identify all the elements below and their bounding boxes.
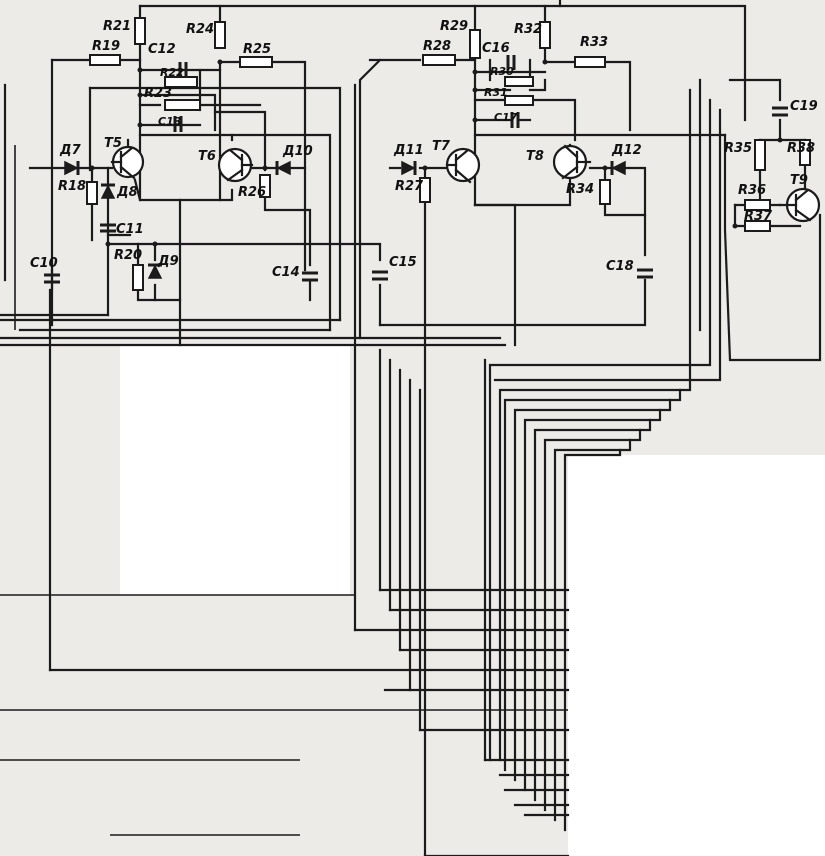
capacitor-c15: [372, 270, 388, 281]
capacitor-c13: [173, 116, 183, 132]
resistor-r33: [574, 56, 606, 68]
label-r18: R18: [58, 179, 86, 194]
resistor-r29: [469, 29, 481, 59]
resistor-r30: [504, 76, 534, 87]
capacitor-c19: [772, 106, 788, 117]
resistor-r34: [599, 179, 611, 205]
label-r27: R27: [395, 179, 424, 194]
resistor-r21: [134, 17, 146, 45]
label-c14: C14: [272, 265, 300, 280]
capacitor-c14: [302, 271, 318, 282]
label-d8: Д8: [116, 185, 138, 200]
diode-d7: [64, 160, 80, 176]
label-r32: R32: [514, 22, 542, 37]
capacitor-c16: [506, 55, 516, 70]
label-d11: Д11: [393, 143, 424, 158]
label-d10: Д10: [282, 144, 313, 159]
label-r30: R30: [490, 65, 514, 78]
transistor-t7: [445, 147, 481, 184]
label-r20: R20: [114, 248, 142, 263]
label-c18: C18: [606, 259, 634, 274]
label-r38: R38: [787, 141, 815, 156]
label-r26: R26: [238, 185, 266, 200]
label-r22: R22: [160, 66, 184, 79]
resistor-r38: [799, 139, 811, 166]
diode-d8: [100, 183, 116, 199]
label-r21: R21: [103, 19, 131, 34]
label-c15: C15: [389, 255, 417, 270]
resistor-r25: [239, 56, 273, 68]
resistor-r20: [132, 264, 144, 291]
label-r35: R35: [724, 141, 752, 156]
transistor-t8: [552, 144, 592, 180]
label-r23: R23: [144, 86, 172, 101]
label-c13: C13: [158, 115, 182, 128]
label-r19: R19: [92, 39, 120, 54]
label-r31: R31: [484, 86, 508, 99]
diode-d10: [275, 160, 291, 176]
label-c12: C12: [148, 42, 176, 57]
label-c11: C11: [116, 222, 144, 237]
label-r33: R33: [580, 35, 608, 50]
resistor-r32: [539, 21, 551, 49]
label-t8: T8: [526, 149, 544, 164]
resistor-r37: [744, 220, 771, 232]
transistor-t9: [778, 187, 821, 223]
capacitor-c11: [100, 223, 116, 233]
transistors: [110, 144, 821, 223]
label-d9: Д9: [157, 254, 179, 269]
capacitor-c18: [637, 268, 653, 279]
transistor-t6: [217, 147, 254, 183]
blank-area-lower-right: [568, 455, 825, 856]
label-r29: R29: [440, 19, 468, 34]
label-c19: C19: [790, 99, 818, 114]
label-c16: C16: [482, 41, 510, 56]
resistor-r19: [89, 54, 121, 66]
blank-area-lower-middle: [120, 345, 350, 595]
resistor-r18: [86, 181, 98, 205]
transistor-t5: [110, 145, 145, 180]
resistor-r36: [744, 199, 771, 211]
capacitor-c12: [178, 62, 188, 78]
diode-d11: [401, 160, 417, 176]
label-r28: R28: [423, 39, 451, 54]
diodes: [64, 160, 626, 279]
resistor-r35: [754, 139, 766, 171]
label-d7: Д7: [59, 143, 82, 158]
label-c17: C17: [494, 111, 518, 124]
resistor-r26: [259, 174, 271, 198]
label-r24: R24: [186, 22, 214, 37]
label-r36: R36: [738, 183, 766, 198]
resistor-r31: [504, 95, 534, 106]
diode-d12: [610, 160, 626, 176]
resistor-r23: [164, 99, 201, 111]
resistors: [86, 17, 811, 291]
label-r37: R37: [744, 209, 773, 224]
label-t6: T6: [198, 149, 216, 164]
label-d12: Д12: [611, 143, 642, 158]
resistor-r28: [422, 54, 456, 66]
label-r25: R25: [243, 42, 271, 57]
resistor-r27: [419, 177, 431, 203]
capacitor-c10: [44, 273, 60, 284]
label-t9: T9: [790, 173, 808, 188]
component-labels: R21 R24 R19 C12 R25 R22 R23 C13 Д7 T5 T6…: [30, 19, 818, 280]
diode-d9: [147, 263, 163, 279]
label-t5: T5: [104, 136, 122, 151]
label-r34: R34: [566, 182, 594, 197]
resistor-r24: [214, 21, 226, 49]
label-t7: T7: [432, 139, 451, 154]
capacitor-c17: [510, 112, 520, 128]
label-c10: C10: [30, 256, 58, 271]
capacitors: [44, 55, 788, 284]
